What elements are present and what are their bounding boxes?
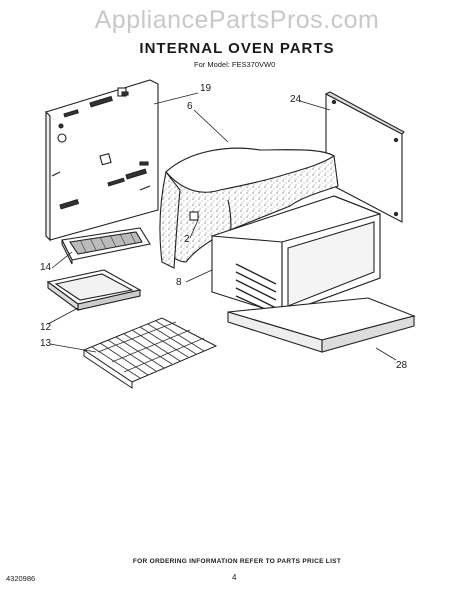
callout-12: 12 bbox=[40, 322, 52, 333]
page-title: INTERNAL OVEN PARTS bbox=[139, 40, 335, 57]
callout-13: 13 bbox=[40, 338, 52, 349]
model-line: For Model: FES370VW0 bbox=[194, 60, 276, 69]
part-oven-rack bbox=[82, 317, 218, 389]
part-bottom-panel bbox=[227, 297, 416, 353]
leader-lines bbox=[47, 92, 397, 361]
rack-support-ridges bbox=[235, 263, 277, 315]
part-insulation-wrap bbox=[159, 147, 339, 269]
callout-6: 6 bbox=[187, 101, 193, 112]
part-oven-cavity bbox=[189, 195, 381, 315]
callout-2: 2 bbox=[184, 234, 190, 245]
part-rear-liner-panel bbox=[45, 79, 159, 242]
page-number: 4 bbox=[232, 573, 237, 582]
callout-8: 8 bbox=[176, 277, 182, 288]
callout-28: 28 bbox=[396, 360, 408, 371]
ordering-info-note: FOR ORDERING INFORMATION REFER TO PARTS … bbox=[132, 558, 342, 565]
watermark: AppliancePartsPros.com bbox=[94, 6, 380, 34]
document-number: 4320986 bbox=[6, 574, 36, 583]
callout-24: 24 bbox=[290, 94, 302, 105]
part-rear-cover bbox=[324, 91, 405, 223]
part-broiler-pan bbox=[46, 269, 142, 312]
callout-19: 19 bbox=[200, 83, 212, 94]
part-broiler-pan-grid bbox=[61, 227, 151, 265]
callout-14: 14 bbox=[40, 262, 52, 273]
